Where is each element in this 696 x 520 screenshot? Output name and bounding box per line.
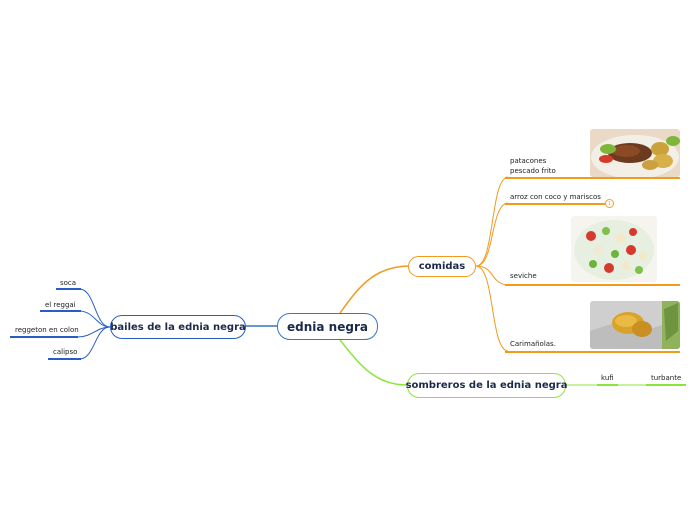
connector-comidas-patacones — [476, 177, 508, 266]
leaf-arroz[interactable]: arroz con coco y mariscos — [510, 192, 601, 202]
leaf-reggeton[interactable]: reggeton en colon — [15, 325, 79, 335]
leaf-turbante[interactable]: turbante — [651, 373, 681, 383]
leaf-turbante-underline — [646, 384, 686, 386]
bailes-label: bailes de la ednia negra — [110, 322, 246, 333]
bailes-node[interactable]: bailes de la ednia negra — [110, 315, 246, 339]
sombreros-node[interactable]: sombreros de la ednia negra — [407, 373, 566, 398]
connector-bailes-reggai — [80, 311, 110, 327]
connector-bailes-soca — [80, 289, 110, 327]
carimanolas-photo — [590, 301, 680, 349]
root-label: ednia negra — [287, 320, 368, 334]
leaf-soca-underline — [56, 288, 81, 290]
connector-root-comidas — [340, 266, 408, 313]
connector-comidas-arroz — [476, 203, 508, 266]
connector-root-sombreros — [340, 340, 407, 385]
sombreros-label: sombreros de la ednia negra — [406, 380, 568, 391]
leaf-calipso-underline — [48, 358, 81, 360]
leaf-seviche-underline — [505, 284, 680, 286]
leaf-patacones-underline — [505, 177, 680, 179]
leaf-arroz-underline — [505, 203, 605, 205]
leaf-soca[interactable]: soca — [60, 278, 76, 288]
root-node[interactable]: ednia negra — [277, 313, 378, 340]
leaf-patacones[interactable]: patacones pescado frito — [510, 156, 556, 176]
leaf-calipso[interactable]: calipso — [53, 347, 77, 357]
leaf-carimanolas-underline — [505, 351, 680, 353]
leaf-kufi-underline — [597, 384, 618, 386]
leaf-kufi[interactable]: kufi — [601, 373, 614, 383]
comidas-label: comidas — [419, 261, 466, 272]
note-marker-icon[interactable]: 1 — [605, 199, 614, 208]
patacones-photo — [590, 129, 680, 177]
leaf-reggai[interactable]: el reggai — [45, 300, 76, 310]
leaf-reggai-underline — [40, 310, 81, 312]
connector-comidas-carimanolas — [476, 266, 508, 351]
leaf-carimanolas[interactable]: Carimañolas. — [510, 339, 556, 349]
leaf-reggeton-underline — [10, 336, 78, 338]
comidas-node[interactable]: comidas — [408, 256, 476, 277]
seviche-photo — [571, 216, 657, 282]
leaf-seviche[interactable]: seviche — [510, 271, 537, 281]
